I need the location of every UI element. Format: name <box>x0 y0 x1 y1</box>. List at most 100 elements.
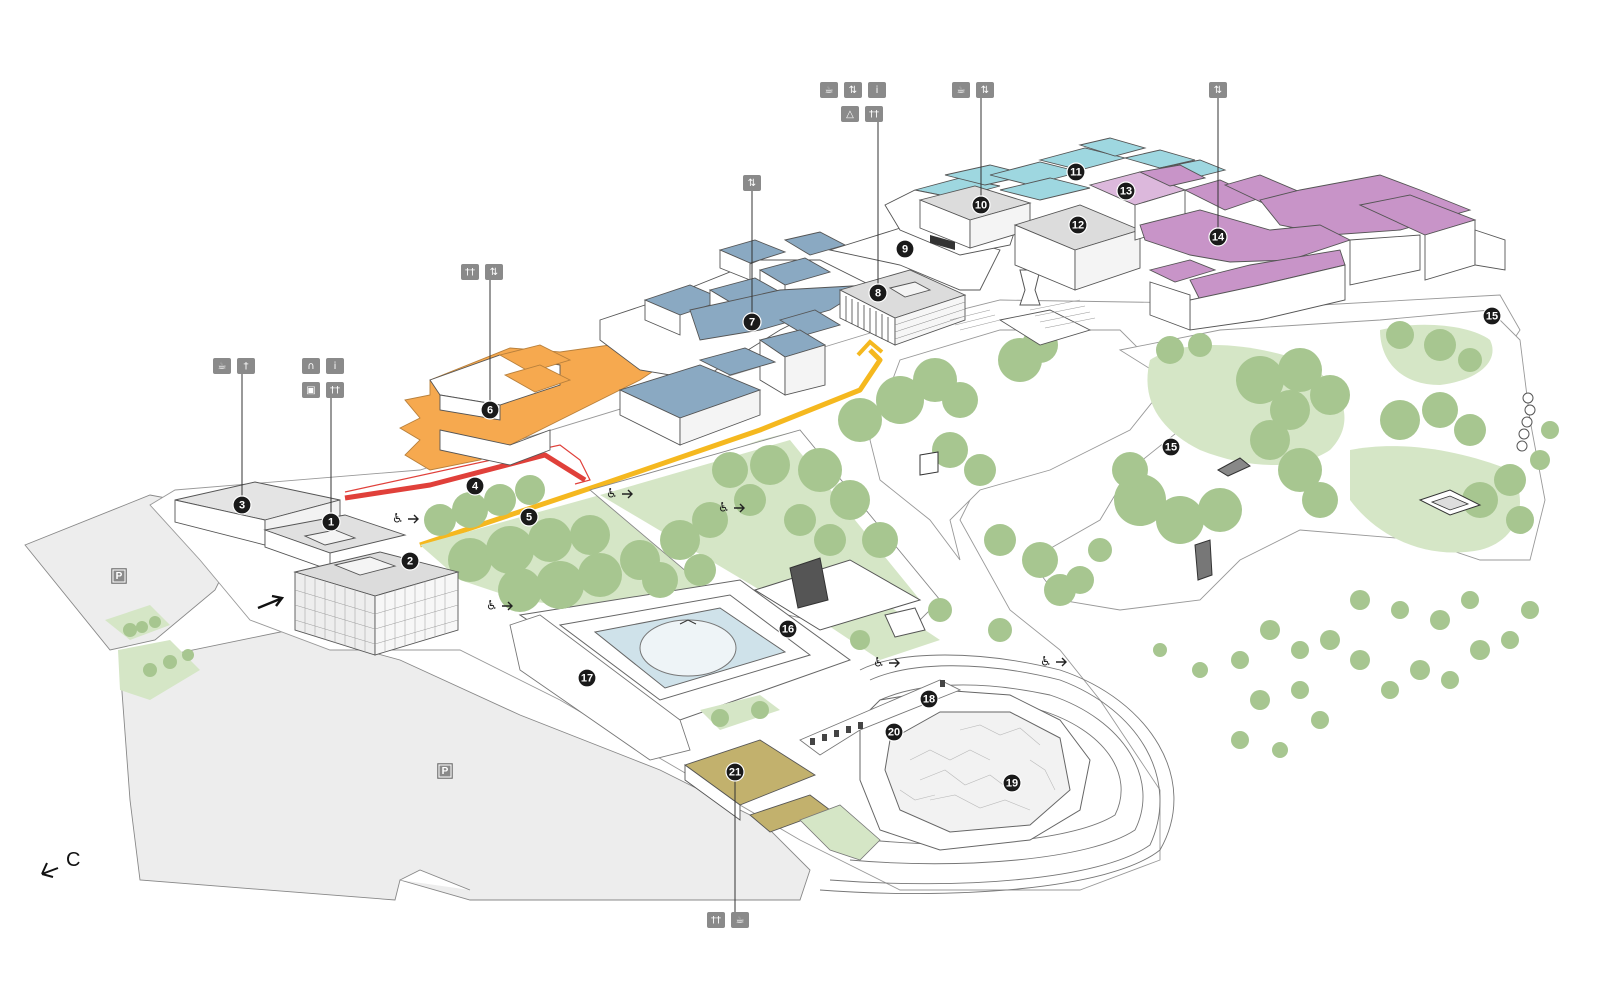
dome-sculpture <box>639 619 737 677</box>
svg-text:††: †† <box>869 109 879 120</box>
accessible-route-icon: ♿ <box>486 599 513 614</box>
location-number-text: 17 <box>581 673 593 685</box>
svg-text:⇅: ⇅ <box>1214 85 1222 96</box>
location-number-15b[interactable]: 15 <box>1161 437 1181 457</box>
compass-label: C <box>66 849 80 871</box>
svg-text:♿: ♿ <box>486 599 498 614</box>
elevator-icon[interactable]: ⇅ <box>1209 82 1227 98</box>
location-number-20[interactable]: 20 <box>884 722 904 742</box>
location-number-18[interactable]: 18 <box>919 689 939 709</box>
arcade-openings <box>810 680 945 745</box>
location-number-text: 7 <box>749 317 755 329</box>
location-number-21[interactable]: 21 <box>725 762 745 782</box>
svg-text:☕: ☕ <box>957 85 966 96</box>
location-number-text: 16 <box>782 624 794 636</box>
outer-trees <box>1153 421 1559 758</box>
cafe-icon[interactable]: ☕ <box>731 912 749 928</box>
location-number-text: 19 <box>1006 778 1018 790</box>
location-number-text: 9 <box>902 244 908 256</box>
icon-group-8: ☕ ⇅ i △ †† <box>820 82 886 122</box>
location-number-15a[interactable]: 15 <box>1482 306 1502 326</box>
accessible-route-icon: ♿ <box>1040 655 1067 670</box>
location-number-12[interactable]: 12 <box>1068 215 1088 235</box>
audio-guide-icon[interactable]: ∩ <box>302 358 320 374</box>
icon-group-1: ∩ i ▣ †† <box>302 358 344 398</box>
shop-icon[interactable]: ▣ <box>302 382 320 398</box>
location-number-text: 11 <box>1070 167 1082 179</box>
restrooms-icon[interactable]: †† <box>865 106 883 122</box>
location-number-16[interactable]: 16 <box>778 619 798 639</box>
entrance-arrow-icon <box>257 594 285 610</box>
svg-text:†: † <box>244 361 249 372</box>
elevator-icon[interactable]: ⇅ <box>844 82 862 98</box>
location-number-10[interactable]: 10 <box>971 195 991 215</box>
leader-lines <box>241 90 1219 912</box>
building-21 <box>684 739 881 861</box>
garden-trees <box>424 327 1058 727</box>
location-number-1[interactable]: 1 <box>321 512 341 532</box>
location-number-2[interactable]: 2 <box>400 551 420 571</box>
svg-text:††: †† <box>711 915 721 926</box>
icon-group-14: ⇅ <box>1209 82 1227 98</box>
svg-text:⇅: ⇅ <box>748 178 756 189</box>
location-number-8[interactable]: 8 <box>868 283 888 303</box>
cafe-icon[interactable]: ☕ <box>952 82 970 98</box>
location-number-text: 1 <box>328 517 334 529</box>
svg-text:♿: ♿ <box>392 512 404 527</box>
location-number-6[interactable]: 6 <box>480 400 500 420</box>
location-number-text: 13 <box>1120 186 1132 198</box>
svg-text:☕: ☕ <box>736 915 745 926</box>
elevator-icon[interactable]: ⇅ <box>976 82 994 98</box>
restrooms-icon[interactable]: †† <box>707 912 725 928</box>
location-number-5[interactable]: 5 <box>519 507 539 527</box>
svg-text:i: i <box>334 361 337 372</box>
cafe-icon[interactable]: ☕ <box>213 358 231 374</box>
parking-sign-icon: P <box>437 763 453 779</box>
path-arrowhead <box>856 339 884 357</box>
coat-check-icon[interactable]: △ <box>841 106 859 122</box>
location-number-text: 12 <box>1072 220 1084 232</box>
svg-text:i: i <box>876 85 879 96</box>
parking-lot-lower <box>119 629 811 901</box>
parking-label: P <box>116 571 123 582</box>
compass: C <box>41 849 80 878</box>
location-number-19[interactable]: 19 <box>1002 773 1022 793</box>
cafe-icon[interactable]: ☕ <box>820 82 838 98</box>
accessible-route-icon: ♿ <box>392 512 419 527</box>
location-number-13[interactable]: 13 <box>1116 181 1136 201</box>
lawn-patch <box>118 640 200 700</box>
location-number-7[interactable]: 7 <box>742 312 762 332</box>
location-number-text: 20 <box>888 727 900 739</box>
location-number-text: 3 <box>239 500 245 512</box>
restrooms-icon[interactable]: †† <box>326 382 344 398</box>
location-number-4[interactable]: 4 <box>465 476 485 496</box>
elevator-icon[interactable]: ⇅ <box>485 264 503 280</box>
location-number-text: 5 <box>526 512 532 524</box>
location-number-17[interactable]: 17 <box>577 668 597 688</box>
location-number-14[interactable]: 14 <box>1208 227 1228 247</box>
accessible-route-markers: ♿♿♿♿♿♿ <box>392 487 1067 671</box>
building-14 <box>1139 174 1506 331</box>
lawn-patch <box>105 605 170 640</box>
accessible-path-yellow <box>419 348 883 548</box>
city-model <box>884 711 1071 833</box>
location-number-text: 14 <box>1212 232 1225 244</box>
location-number-3[interactable]: 3 <box>232 495 252 515</box>
location-number-text: 15 <box>1486 311 1498 323</box>
location-number-9[interactable]: 9 <box>895 239 915 259</box>
restrooms-icon[interactable]: †† <box>461 264 479 280</box>
svg-text:▣: ▣ <box>306 385 315 396</box>
parking-label: P <box>442 766 449 777</box>
arrow-left-icon <box>41 862 59 878</box>
garden-lawn <box>600 440 920 600</box>
svg-text:△: △ <box>846 109 854 120</box>
icon-group-6: †† ⇅ <box>461 264 503 280</box>
location-number-text: 4 <box>472 481 479 493</box>
location-number-11[interactable]: 11 <box>1066 162 1086 182</box>
info-icon[interactable]: i <box>868 82 886 98</box>
info-icon[interactable]: i <box>326 358 344 374</box>
restaurant-icon[interactable]: † <box>237 358 255 374</box>
building-1 <box>263 514 407 571</box>
elevator-icon[interactable]: ⇅ <box>743 175 761 191</box>
